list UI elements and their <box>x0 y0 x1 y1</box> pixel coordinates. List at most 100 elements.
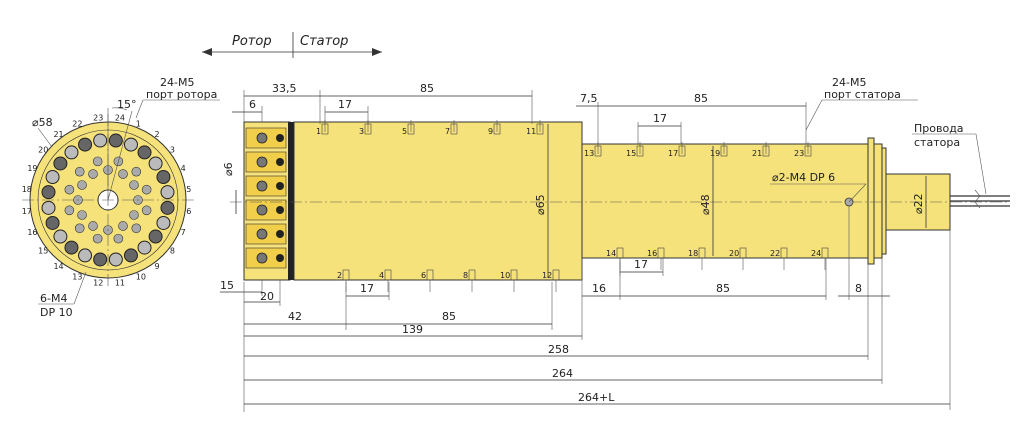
port-number: 23 <box>93 114 103 123</box>
port-number: 20 <box>38 145 48 154</box>
dia48-label: ⌀48 <box>699 194 712 215</box>
inner-channel <box>88 169 98 179</box>
rotor-port-hole <box>148 156 163 171</box>
port-number: 16 <box>27 228 37 237</box>
rotor-cell-hole <box>276 206 284 214</box>
port-number: 11 <box>115 278 125 287</box>
port-number: 4 <box>379 271 384 280</box>
hole-label: ⌀2-М4 DP 6 <box>772 171 835 184</box>
dia65-label: ⌀65 <box>534 194 547 215</box>
port-number: 11 <box>526 127 536 136</box>
rotor-flange <box>288 122 294 280</box>
dia22-label: ⌀22 <box>912 193 925 214</box>
dim-16: 16 <box>592 282 606 295</box>
rotor-port-hole <box>93 252 108 267</box>
port-mark <box>720 145 728 157</box>
inner-channel <box>129 180 139 190</box>
port-number: 8 <box>463 271 468 280</box>
port-mark <box>636 145 644 157</box>
rotor-cell-port <box>256 204 268 216</box>
rotor-port-hole <box>45 215 60 230</box>
port-number: 5 <box>186 185 191 194</box>
dim-8: 8 <box>855 282 862 295</box>
rotor-port-hole <box>156 170 171 185</box>
port-mark <box>762 145 770 157</box>
port-number: 1 <box>136 119 141 128</box>
port-number: 5 <box>402 127 407 136</box>
rotor-cell-port <box>256 252 268 264</box>
port-number: 10 <box>136 273 146 282</box>
rotor-port-hole <box>64 240 79 255</box>
body-d65 <box>293 121 583 281</box>
port-number: 22 <box>770 249 780 258</box>
port-number: 18 <box>688 249 698 258</box>
rotor-stator-header: Ротор Статор <box>202 32 382 58</box>
port-number: 21 <box>53 130 63 139</box>
port-number: 12 <box>93 278 103 287</box>
inner-channel <box>118 221 128 231</box>
stator-wires <box>950 189 1010 209</box>
port-mark <box>426 269 434 281</box>
rotor-port-hole <box>41 185 56 200</box>
port-number: 20 <box>729 249 739 258</box>
port-number: 2 <box>337 271 342 280</box>
bottom-dimensions: 15 20 17 16 85 8 17 42 85 139 258 <box>220 206 951 412</box>
rotor-port-hole <box>45 170 60 185</box>
dim-7-5: 7,5 <box>580 92 598 105</box>
port-number: 3 <box>359 127 364 136</box>
rotor-port-hole <box>137 145 152 160</box>
rotor-port-label: порт ротора <box>146 88 217 101</box>
port-number: 10 <box>500 271 510 280</box>
port-number: 17 <box>22 207 32 216</box>
port-mark <box>657 247 665 259</box>
rotor-port-hole <box>137 240 152 255</box>
port-mark <box>739 247 747 259</box>
stator-label: Статор <box>300 34 348 49</box>
rotor-port-hole <box>123 137 138 152</box>
stator-port-label: порт статора <box>824 88 901 101</box>
rotor-port-hole <box>78 137 93 152</box>
angle-label: 15° <box>117 98 137 111</box>
rotor-port-hole <box>41 200 56 215</box>
rotor-cell-hole <box>276 134 284 142</box>
rotor-port-hole <box>78 248 93 263</box>
port-number: 19 <box>27 164 37 173</box>
rotor-port-hole <box>108 133 123 148</box>
top-dimensions: 33,5 85 6 17 7,5 85 17 24-М5 порт статор… <box>232 76 987 195</box>
wires-label-1: Провода <box>914 122 964 135</box>
rotor-cell-port <box>256 228 268 240</box>
dim-85-bottom-rotor: 85 <box>442 310 456 323</box>
port-number: 7 <box>181 228 186 237</box>
port-number: 14 <box>606 249 616 258</box>
inner-channel <box>118 169 128 179</box>
dim-33-5: 33,5 <box>272 82 297 95</box>
port-number: 2 <box>155 130 160 139</box>
inner-channel <box>92 233 103 244</box>
port-number: 9 <box>155 262 160 271</box>
dim-264-plus-l: 264+L <box>578 391 615 404</box>
port-mark <box>468 269 476 281</box>
inner-channel <box>131 223 142 234</box>
dim-85-top-stator: 85 <box>694 92 708 105</box>
port-mark <box>594 145 602 157</box>
inner-channel <box>74 223 85 234</box>
rotor-port-hole <box>160 185 175 200</box>
inner-channel <box>129 210 139 220</box>
port-number: 17 <box>668 149 678 158</box>
port-mark <box>450 123 458 135</box>
port-number: 13 <box>72 273 82 282</box>
rotor-cell-hole <box>276 182 284 190</box>
inner-channel <box>113 233 124 244</box>
dim-85-bottom-stator: 85 <box>716 282 730 295</box>
rotor-port-hole <box>160 200 175 215</box>
port-number: 13 <box>584 149 594 158</box>
inner-channel <box>74 166 85 177</box>
rotor-cell-port <box>256 132 268 144</box>
inner-channel <box>141 205 152 216</box>
dim-20: 20 <box>260 290 274 303</box>
port-number: 24 <box>811 249 821 258</box>
rotor-port-hole <box>53 156 68 171</box>
port-number: 4 <box>181 164 186 173</box>
